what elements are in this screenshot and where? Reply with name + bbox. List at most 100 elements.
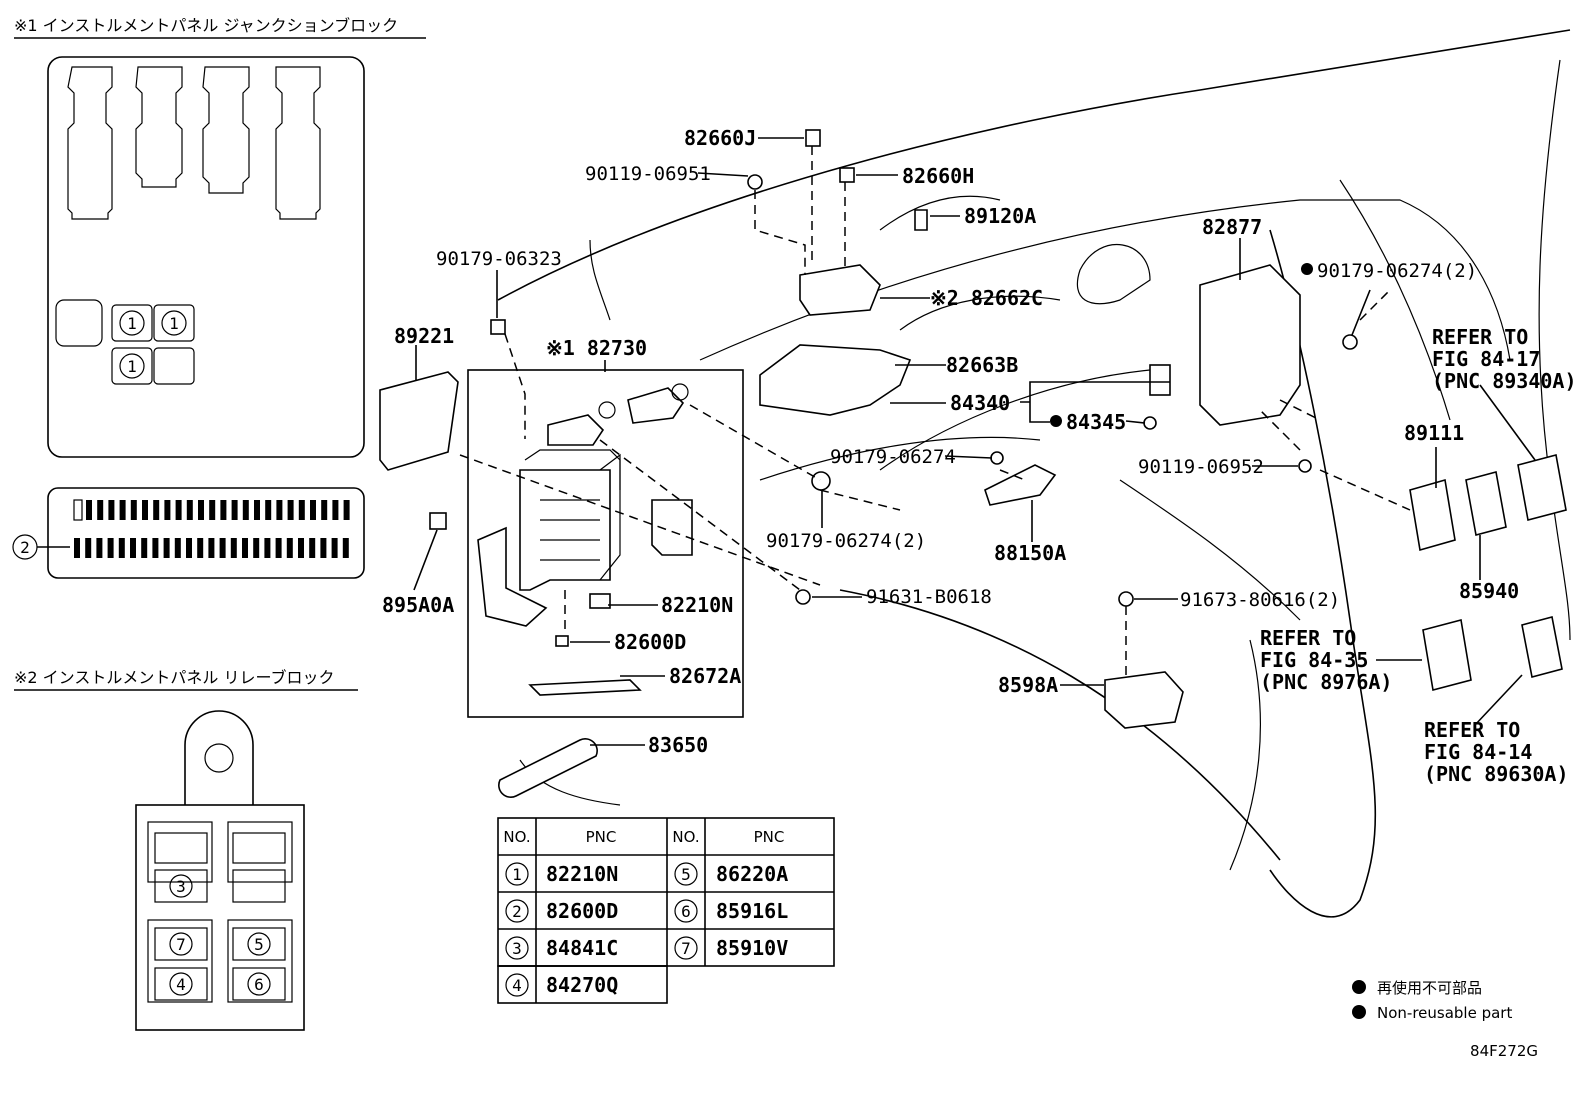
- refer-line: REFER TO: [1424, 718, 1520, 742]
- clip-82660j: [805, 129, 821, 147]
- connector-pin: [332, 500, 339, 520]
- refer-to-8976a: REFER TO FIG 84-35 (PNC 8976A): [1260, 626, 1392, 694]
- non-reusable-dot: [1050, 415, 1062, 427]
- table-pnc: 85916L: [716, 899, 788, 923]
- connector-pin: [175, 500, 182, 520]
- figure-code: 84F272G: [1470, 1042, 1538, 1060]
- junction-block-assembly: [477, 383, 693, 696]
- label-82877: 82877: [1202, 215, 1262, 239]
- relay-block-82662c: [799, 264, 881, 316]
- refer-line: FIG 84-14: [1424, 740, 1532, 764]
- connector-pin: [130, 500, 137, 520]
- clip-84345: [1143, 416, 1157, 430]
- relay-marker: 3: [176, 877, 186, 896]
- connector-pin: [74, 538, 80, 558]
- label-85940: 85940: [1459, 579, 1519, 603]
- connector-pin: [96, 538, 103, 558]
- bracket-82663b: [759, 344, 912, 416]
- junction-block-title: ※1 インストルメントパネル ジャンクションブロック: [14, 16, 398, 35]
- fuse-slot: [202, 66, 250, 194]
- marker-circle: [247, 932, 271, 956]
- connector-pin: [342, 538, 349, 558]
- refer-line: REFER TO: [1260, 626, 1356, 650]
- connector-strip: 2: [12, 487, 365, 579]
- connector-pin: [276, 500, 283, 520]
- refer-to-89340a: REFER TO FIG 84-17 (PNC 89340A): [1432, 325, 1577, 393]
- clip-82660h: [839, 167, 855, 183]
- connector-pin: [86, 500, 92, 520]
- module-89111: [1409, 478, 1456, 552]
- table-no: 1: [512, 865, 522, 884]
- bolt: [1298, 459, 1312, 473]
- fuse-slot: [135, 66, 183, 188]
- refer-line: (PNC 89630A): [1424, 762, 1569, 786]
- cover-89221: [379, 371, 459, 471]
- refer-to-89630a: REFER TO FIG 84-14 (PNC 89630A): [1424, 718, 1569, 786]
- connector-pin: [152, 538, 159, 558]
- table-pnc: 84270Q: [546, 973, 618, 997]
- marker-circle: [161, 310, 187, 336]
- table-header-no: NO.: [503, 828, 530, 846]
- marker-circle: [169, 932, 193, 956]
- connector-pin: [242, 500, 249, 520]
- connector-marker: 2: [20, 538, 30, 557]
- marker-circle: [169, 874, 193, 898]
- connector-pin: [220, 500, 227, 520]
- module-89630a: [1521, 616, 1563, 678]
- fuse-slot: [275, 66, 321, 220]
- legend: 再使用不可部品 Non-reusable part: [1352, 979, 1512, 1022]
- connector-pin: [118, 538, 125, 558]
- connector-pin: [231, 500, 238, 520]
- marker-circle: [247, 972, 271, 996]
- label-8598a: 8598A: [998, 673, 1058, 697]
- connector-pin: [298, 538, 304, 558]
- label-82600d: 82600D: [614, 630, 686, 654]
- connector-pin: [343, 500, 350, 520]
- connector-pin: [153, 500, 160, 520]
- nut: [811, 471, 831, 491]
- bolt: [1118, 591, 1134, 607]
- label-90179-06274-2: 90179-06274(2): [1317, 260, 1477, 282]
- label-90179-06274: 90179-06274: [830, 446, 956, 468]
- connector-pin: [164, 500, 171, 520]
- jb-marker: 1: [169, 314, 179, 333]
- switch-84340: [1149, 364, 1171, 396]
- table-pnc: 82210N: [546, 862, 618, 886]
- connector-pin: [331, 538, 338, 558]
- table-no-circle: [674, 899, 698, 923]
- label-84340: 84340: [950, 391, 1010, 415]
- sensor-88150a: [984, 464, 1057, 506]
- label-91673-80616: 91673-80616(2): [1180, 589, 1340, 611]
- connector-pin: [242, 538, 248, 558]
- nut: [990, 451, 1004, 465]
- bolt: [795, 589, 811, 605]
- table-no: 7: [681, 939, 691, 958]
- connector-pin: [85, 538, 92, 558]
- connector-pin: [209, 500, 216, 520]
- label-90179-06323: 90179-06323: [436, 248, 562, 270]
- connector-pin: [265, 500, 272, 520]
- table-no: 5: [681, 865, 691, 884]
- marker-circle: [169, 972, 193, 996]
- clip-90179-06323: [490, 319, 506, 335]
- fuse-slot: [67, 66, 113, 220]
- bolt: [747, 174, 763, 190]
- table-header-pnc: PNC: [754, 828, 785, 846]
- connector-pin: [309, 538, 316, 558]
- connector-pin: [108, 500, 115, 520]
- table-pnc: 82600D: [546, 899, 618, 923]
- refer-line: REFER TO: [1432, 325, 1528, 349]
- connector-pin: [186, 500, 193, 520]
- table-no-circle: [505, 899, 529, 923]
- table-header-no: NO.: [672, 828, 699, 846]
- connector-pin: [198, 500, 204, 520]
- connector-pin: [230, 538, 237, 558]
- connector-pin: [275, 538, 282, 558]
- junction-block-detail: 1 1 1: [47, 56, 365, 458]
- relay-block-title: ※2 インストルメントパネル リレーブロック: [14, 668, 334, 687]
- jb-marker: 1: [127, 357, 137, 376]
- jb-marker: 1: [127, 314, 137, 333]
- connector-pin: [163, 538, 170, 558]
- table-no-circle: [674, 862, 698, 886]
